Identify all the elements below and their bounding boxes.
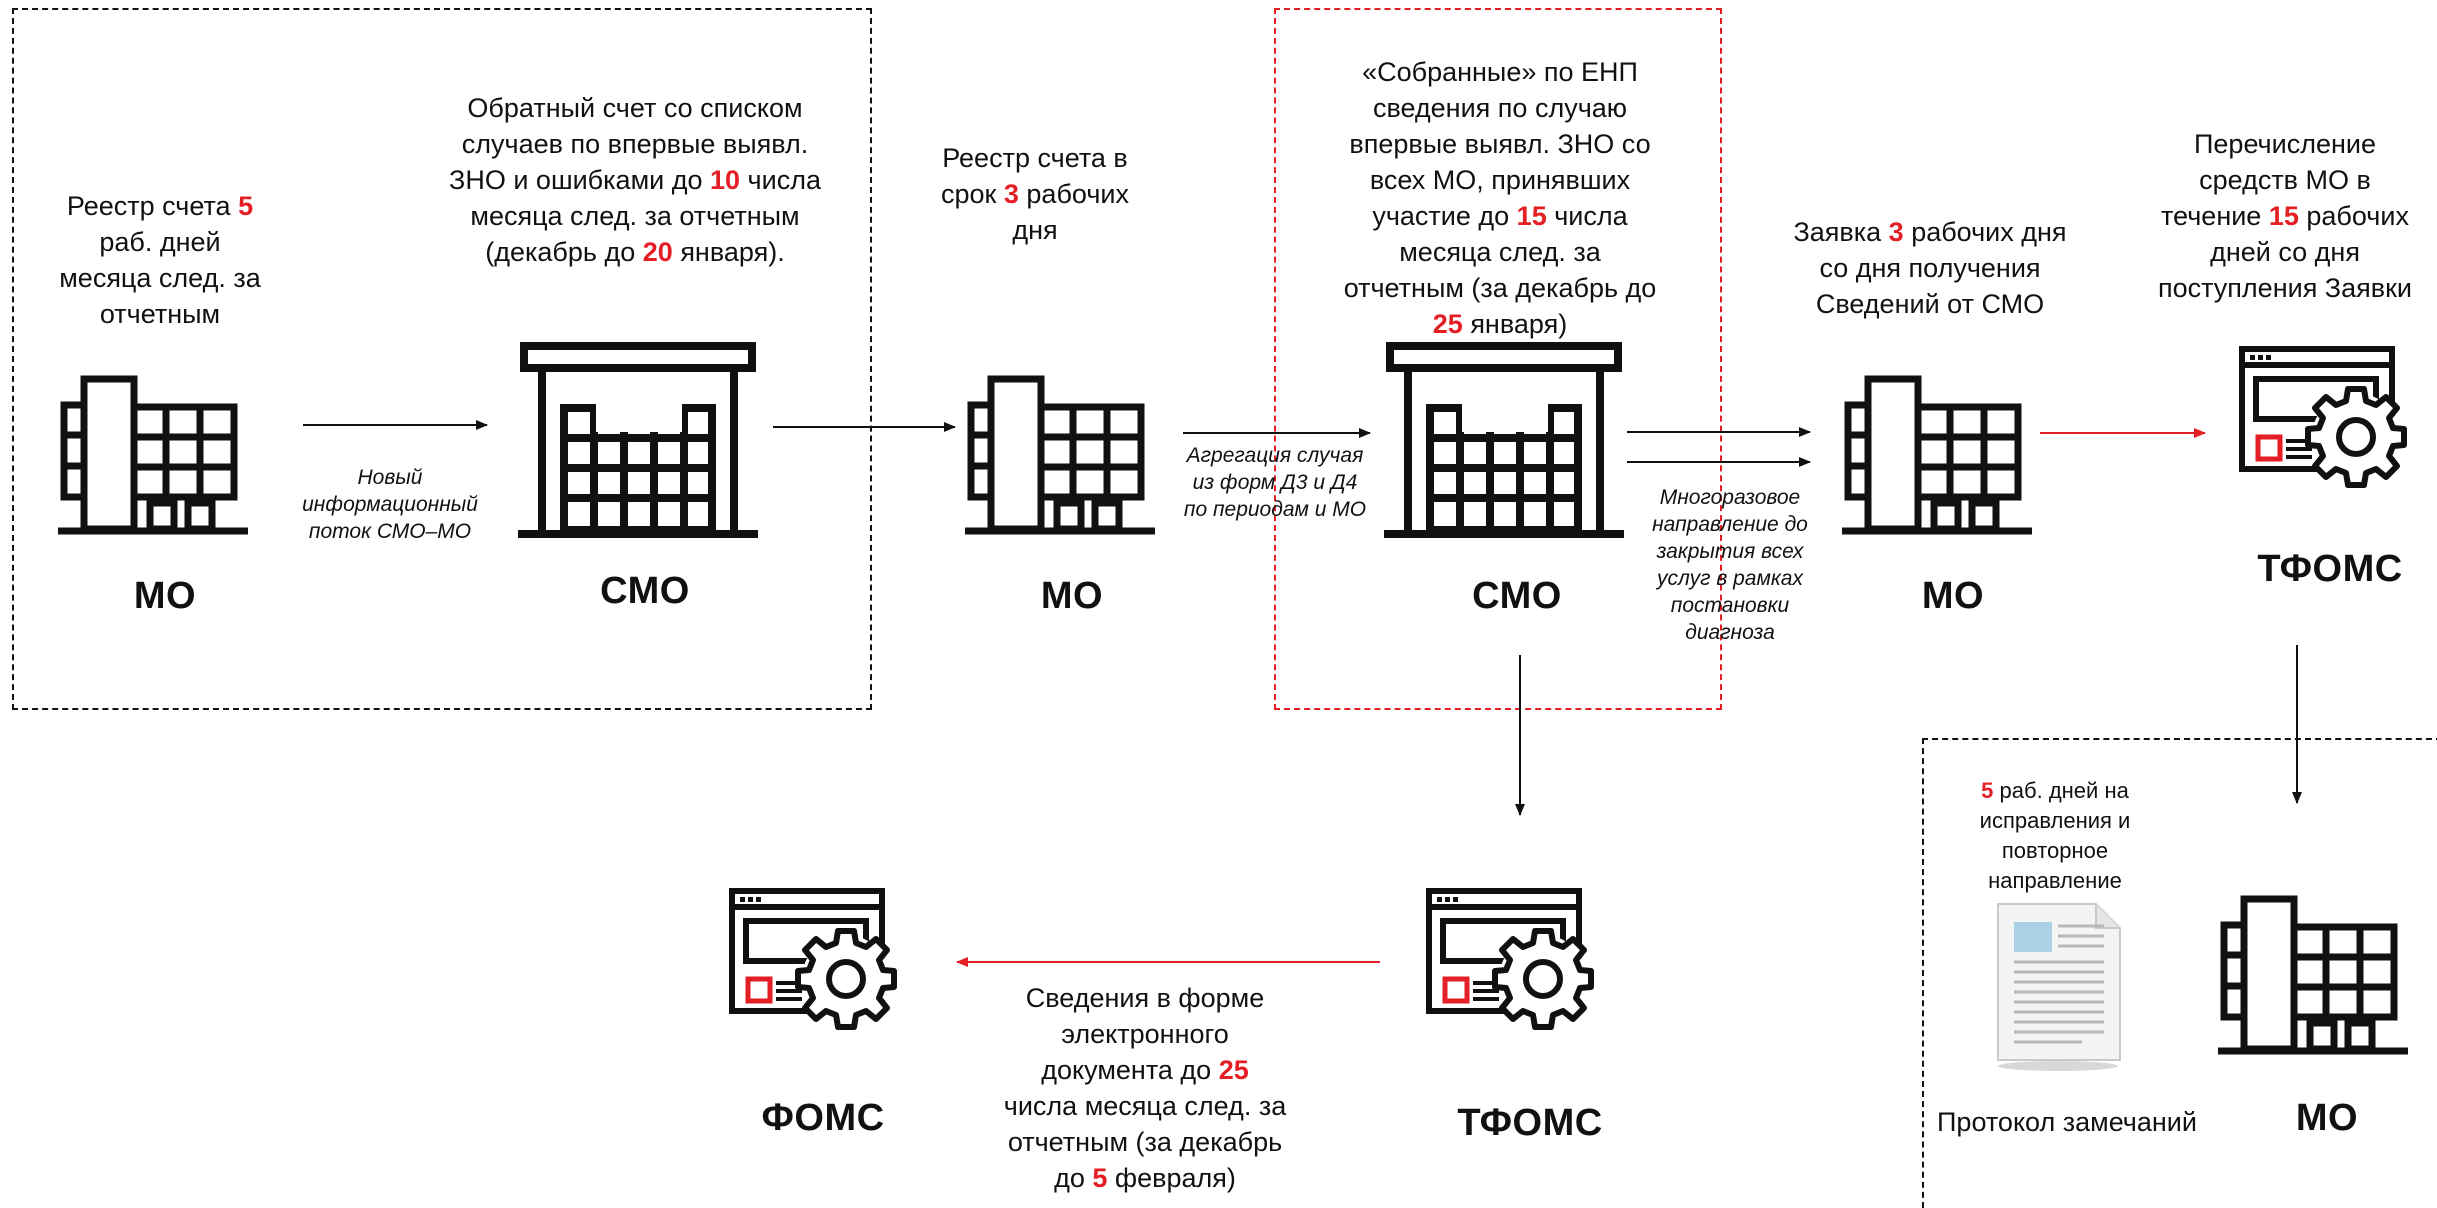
- label-mo-1: МО: [133, 575, 197, 617]
- group-box-protocol: [1922, 738, 2437, 1208]
- label-mo-3: МО: [1921, 575, 1985, 617]
- label-smo-2: СМО: [1472, 575, 1562, 617]
- new-flow-note: Новый информационный поток СМО–МО: [302, 466, 478, 543]
- window-gear-icon: [729, 888, 897, 1030]
- group-box-smo: [1274, 8, 1722, 710]
- label-tfoms-2: ТФОМС: [1457, 1102, 1603, 1144]
- document-icon: [1997, 903, 2121, 1071]
- edocument-text: Сведения в форме электронного документа …: [1003, 983, 1287, 1193]
- window-gear-icon: [1426, 888, 1594, 1030]
- mo-registry-text: Реестр счета 5 раб. дней месяца след. за…: [59, 191, 261, 329]
- label-mo-2: МО: [1040, 575, 1104, 617]
- group-box-left: [12, 8, 872, 710]
- request-text: Заявка 3 рабочих дня со дня получения Св…: [1793, 217, 2067, 319]
- window-gear-icon: [2239, 346, 2407, 488]
- return-invoice-text: Обратный счет со списком случаев по впер…: [449, 93, 821, 267]
- hospital-building-icon: [1842, 375, 2032, 535]
- aggregation-note: Агрегация случая из форм Д3 и Д4 по пери…: [1183, 444, 1367, 521]
- label-tfoms-1: ТФОМС: [2257, 548, 2403, 590]
- transfer-text: Перечисление средств МО в течение 15 раб…: [2158, 129, 2412, 303]
- label-mo-4: МО: [2295, 1097, 2359, 1139]
- collected-info-text: «Собранные» по ЕНП сведения по случаю вп…: [1343, 57, 1657, 339]
- registry-3days-text: Реестр счета в срок 3 рабочих дня: [941, 143, 1129, 245]
- label-smo-1: СМО: [600, 570, 690, 612]
- hospital-building-icon: [2218, 895, 2408, 1055]
- label-protocol: Протокол замечаний: [1937, 1107, 2197, 1137]
- insurance-building-icon: [518, 342, 758, 538]
- fix-5days-text: 5 раб. дней на исправления и повторное н…: [1979, 778, 2131, 893]
- insurance-building-icon: [1384, 342, 1624, 538]
- label-foms: ФОМС: [761, 1097, 885, 1139]
- hospital-building-icon: [58, 375, 248, 535]
- hospital-building-icon: [965, 375, 1155, 535]
- multiple-sending-note: Многоразовое направление до закрытия все…: [1652, 486, 1808, 644]
